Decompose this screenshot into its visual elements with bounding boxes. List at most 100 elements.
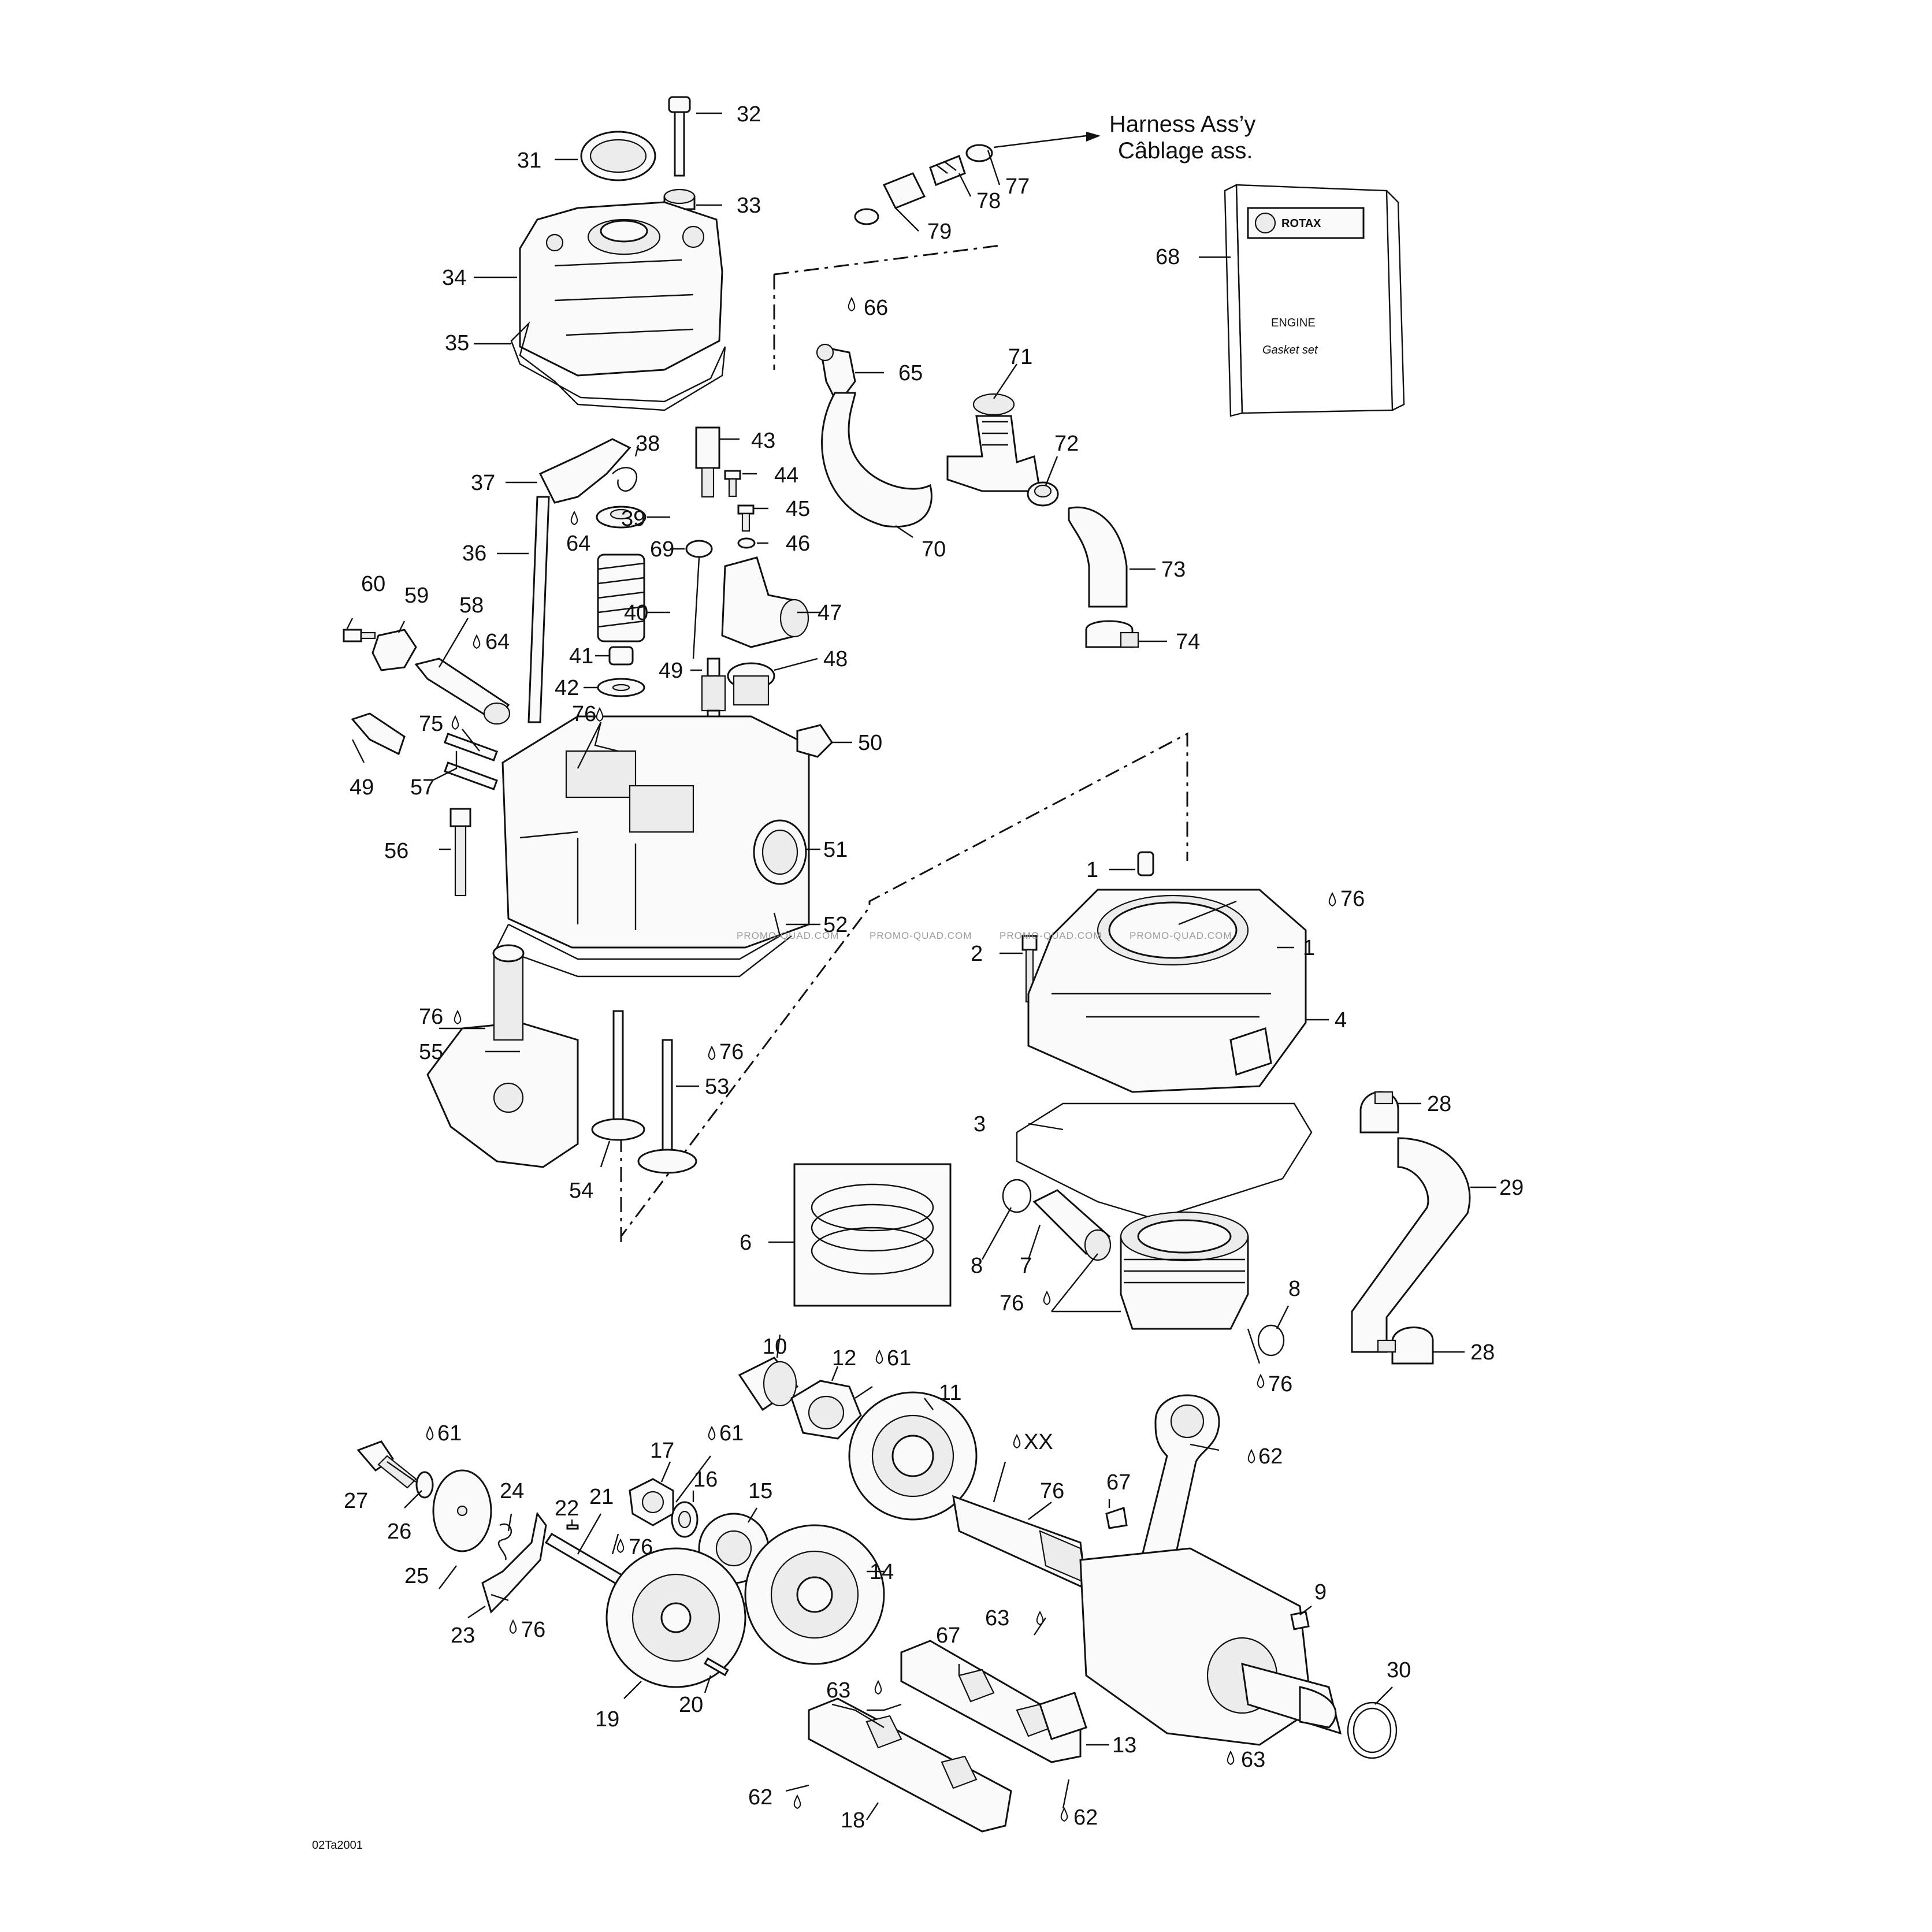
- harness-connector-group: [854, 132, 1101, 225]
- callout-c60: 60: [361, 572, 385, 596]
- rocker-shaft-group: [343, 629, 511, 897]
- bolt-56: [449, 808, 471, 897]
- tee-fitting-71: [946, 393, 1041, 492]
- callout-c28a: 28: [1427, 1092, 1451, 1116]
- callout-c15: 15: [748, 1479, 772, 1503]
- callout-c35: 35: [445, 331, 469, 355]
- hose-73: [1068, 506, 1128, 608]
- assembly-dash-lines: [620, 244, 1188, 1242]
- balancer-shaft-13: [900, 1640, 1087, 1763]
- woodruff-key-67a: [1105, 1507, 1128, 1529]
- callout-c1b: 1: [1303, 936, 1315, 960]
- callout-c53: 53: [705, 1075, 729, 1099]
- callout-c77: 77: [1005, 174, 1030, 199]
- piston-rings-6: [793, 1163, 952, 1307]
- drop-icon: [596, 707, 604, 722]
- callout-c76b: 76: [1340, 887, 1365, 911]
- cover-plate-59: [371, 629, 417, 671]
- callout-c12: 12: [832, 1346, 856, 1370]
- booklet-subtitle: Gasket set: [1262, 344, 1318, 356]
- callout-c64b: 64: [485, 630, 510, 654]
- nut-17: [629, 1478, 674, 1526]
- bolt-32: [668, 96, 691, 177]
- intake-valve-53: [637, 1039, 697, 1174]
- callout-c22: 22: [555, 1496, 579, 1521]
- callout-c51: 51: [823, 838, 848, 862]
- connecting-rod-62: [1131, 1394, 1220, 1596]
- callout-c48: 48: [823, 647, 848, 671]
- callout-c29: 29: [1499, 1176, 1524, 1200]
- callout-c58: 58: [459, 593, 484, 618]
- callout-cXX: XX: [1024, 1430, 1053, 1454]
- head-gasket-52: [496, 912, 792, 978]
- seal-ring-31: [580, 131, 656, 181]
- watermark-text: PROMO-QUAD.COM: [1130, 930, 1232, 941]
- leader-lines: [345, 112, 1496, 1820]
- callout-c76f: 76: [1268, 1372, 1292, 1396]
- callout-c68: 68: [1156, 245, 1180, 269]
- hose-70: [821, 392, 932, 527]
- callout-c38: 38: [636, 432, 660, 456]
- pin-20: [704, 1657, 729, 1677]
- watermark-strip: PROMO-QUAD.COM PROMO-QUAD.COM PROMO-QUAD…: [737, 930, 1232, 941]
- washer-25: [432, 1469, 492, 1552]
- drop-icon: [509, 1619, 517, 1634]
- callout-c3: 3: [974, 1112, 986, 1136]
- callout-c52: 52: [823, 913, 848, 937]
- harness-note-line1: Harness Ass’y: [1109, 112, 1255, 137]
- booklet-brand: ROTAX: [1281, 217, 1321, 230]
- callout-c28b: 28: [1470, 1340, 1495, 1365]
- temperature-sensor-43: [695, 426, 720, 498]
- spring-clip-38: [612, 467, 638, 492]
- drop-icon: [793, 1794, 801, 1810]
- callout-c37: 37: [471, 471, 495, 495]
- watermark-text: PROMO-QUAD.COM: [1000, 930, 1102, 941]
- callout-c67b: 67: [936, 1623, 960, 1648]
- callout-c25: 25: [404, 1564, 429, 1588]
- callout-c14: 14: [870, 1560, 894, 1584]
- callout-c69: 69: [650, 537, 674, 562]
- crankshaft-76: [952, 1495, 1342, 1746]
- piston-5: [1120, 1211, 1249, 1330]
- drop-icon: [473, 634, 481, 649]
- drop-icon: [1043, 1290, 1051, 1306]
- drop-icon: [708, 1045, 716, 1061]
- lower-head-group: [426, 944, 697, 1174]
- callout-c32: 32: [737, 102, 761, 127]
- valve-spring-retainer-39: [596, 506, 647, 529]
- callout-c62c: 62: [1073, 1805, 1098, 1830]
- cylinder-piston-group: [793, 851, 1471, 1365]
- callout-c47: 47: [818, 601, 842, 625]
- callout-c16: 16: [693, 1467, 718, 1492]
- dowel-pin-1: [1137, 851, 1154, 876]
- callout-c42: 42: [555, 676, 579, 700]
- terminals-78: [929, 155, 966, 186]
- valve-cover-34: [519, 201, 723, 377]
- hose-clamp-28-top: [1359, 1091, 1399, 1134]
- screw-44: [724, 470, 741, 497]
- booklet-text: ROTAX ENGINE Gasket set: [1262, 217, 1321, 356]
- coolant-hoses-group: [816, 343, 1139, 648]
- callout-c8b: 8: [1288, 1277, 1301, 1301]
- oil-pressure-sensor-49: [351, 712, 406, 756]
- screw-60: [343, 629, 376, 642]
- callout-c61b: 61: [437, 1421, 462, 1446]
- o-ring-69: [685, 540, 713, 558]
- callout-c57: 57: [410, 775, 434, 800]
- callout-c65: 65: [898, 361, 923, 385]
- callout-c76c: 76: [419, 1005, 443, 1029]
- bolt-27: [356, 1440, 417, 1489]
- pin-22: [566, 1524, 579, 1530]
- callout-c76h: 76: [629, 1535, 653, 1559]
- callout-c41: 41: [569, 644, 593, 668]
- drop-icon: [1060, 1807, 1068, 1822]
- seal-77: [965, 144, 993, 162]
- callout-c6: 6: [740, 1231, 752, 1255]
- callout-c56: 56: [384, 839, 408, 863]
- callout-c21: 21: [589, 1485, 614, 1509]
- harness-arrow-line: [993, 135, 1087, 148]
- callout-c19: 19: [595, 1707, 619, 1732]
- harness-arrow-head: [1086, 132, 1101, 142]
